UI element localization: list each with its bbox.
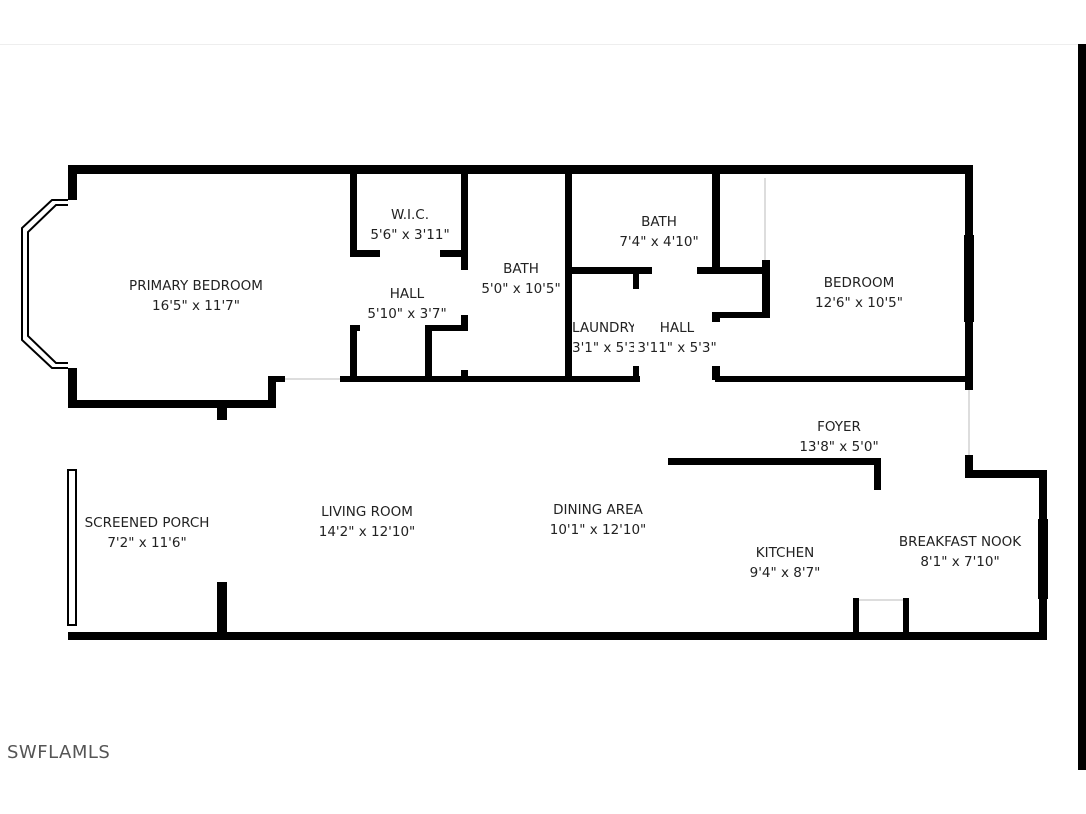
room-foyer: FOYER 13'8" x 5'0": [799, 417, 878, 457]
room-living-room: LIVING ROOM 14'2" x 12'10": [319, 502, 416, 542]
wall: [425, 325, 432, 380]
room-bath: BATH 5'0" x 10'5": [481, 259, 560, 299]
wall: [268, 376, 276, 406]
room-size: 5'0" x 10'5": [481, 281, 561, 297]
wall: [350, 325, 357, 380]
room-size: 5'6" x 3'11": [370, 227, 450, 243]
window: [964, 235, 974, 322]
room-size: 16'5" x 11'7": [152, 298, 240, 314]
bay-window-inner: [27, 204, 68, 364]
room-name: HALL: [389, 286, 425, 302]
room-size: 7'4" x 4'10": [619, 234, 699, 250]
room-name: BATH: [641, 214, 677, 230]
room-name: DINING AREA: [553, 502, 643, 518]
wall: [68, 632, 1047, 640]
wall: [715, 376, 970, 382]
room-size: 8'1" x 7'10": [920, 554, 1000, 570]
wall: [903, 598, 909, 634]
wall: [965, 455, 973, 478]
wall: [965, 165, 973, 390]
wall: [461, 173, 468, 270]
wall: [350, 250, 380, 257]
room-hall: HALL 5'10" x 3'7": [367, 284, 446, 324]
room-dining-area: DINING AREA 10'1" x 12'10": [550, 500, 647, 540]
room-name: KITCHEN: [755, 545, 815, 561]
room-size: 13'8" x 5'0": [799, 439, 879, 455]
room-laundry: LAUNDRY 3'1" x 5'3": [572, 318, 634, 358]
wall: [461, 315, 468, 327]
wall: [712, 312, 770, 318]
wall: [217, 400, 227, 420]
wall: [668, 458, 880, 465]
room-size: 14'2" x 12'10": [318, 524, 416, 540]
room-size: 3'1" x 5'3": [572, 340, 634, 356]
wall: [633, 267, 639, 289]
room-size: 7'2" x 11'6": [107, 535, 187, 551]
wall: [633, 366, 639, 380]
wall: [268, 376, 285, 382]
top-border: [0, 44, 1086, 45]
window: [67, 469, 77, 626]
wall: [217, 582, 227, 634]
room-kitchen: KITCHEN 9'4" x 8'7": [750, 543, 821, 583]
room-size: 10'1" x 12'10": [549, 522, 647, 538]
room-name: LIVING ROOM: [321, 504, 413, 520]
wall: [1039, 470, 1047, 640]
room-name: HALL: [659, 320, 695, 336]
wall: [712, 366, 720, 380]
room-name: BREAKFAST NOOK: [898, 534, 1022, 550]
room-primary-bedroom: PRIMARY BEDROOM 16'5" x 11'7": [129, 276, 263, 316]
room-size: 9'4" x 8'7": [749, 565, 821, 581]
room-size: 5'10" x 3'7": [367, 306, 447, 322]
room-wic: W.I.C. 5'6" x 3'11": [370, 205, 449, 245]
window: [1038, 519, 1048, 599]
room-name: BATH: [503, 261, 539, 277]
room-screened-porch: SCREENED PORCH 7'2" x 11'6": [85, 513, 210, 553]
wall: [874, 458, 881, 490]
wall: [68, 165, 973, 174]
wall: [565, 173, 572, 381]
wall: [712, 312, 720, 322]
wall: [697, 267, 770, 274]
wall: [461, 370, 468, 380]
room-name: LAUNDRY: [572, 320, 634, 336]
room-name: BEDROOM: [823, 275, 895, 291]
wall: [340, 376, 640, 382]
room-size: 3'11" x 5'3": [637, 340, 717, 356]
room-hall-2: HALL 3'11" x 5'3": [637, 318, 716, 358]
wall: [350, 173, 357, 257]
right-border-bar: [1078, 44, 1086, 770]
room-name: W.I.C.: [390, 207, 430, 223]
room-name: PRIMARY BEDROOM: [129, 278, 263, 294]
wall: [853, 598, 859, 634]
room-bedroom: BEDROOM 12'6" x 10'5": [815, 273, 903, 313]
wall: [68, 165, 77, 200]
wall: [350, 325, 360, 331]
wall: [762, 260, 770, 318]
bay-window: [21, 199, 68, 369]
room-breakfast-nook: BREAKFAST NOOK 8'1" x 7'10": [899, 532, 1021, 572]
wall: [425, 325, 468, 331]
wall: [68, 368, 77, 408]
watermark-logo: SWFLAMLS: [7, 742, 111, 763]
wall: [572, 267, 652, 274]
room-size: 12'6" x 10'5": [815, 295, 903, 311]
wall: [68, 400, 276, 408]
room-name: FOYER: [817, 419, 861, 435]
wall: [965, 470, 1047, 478]
room-name: SCREENED PORCH: [84, 515, 210, 531]
wall: [440, 250, 468, 257]
wall: [712, 173, 720, 274]
room-bath-2: BATH 7'4" x 4'10": [619, 212, 698, 252]
